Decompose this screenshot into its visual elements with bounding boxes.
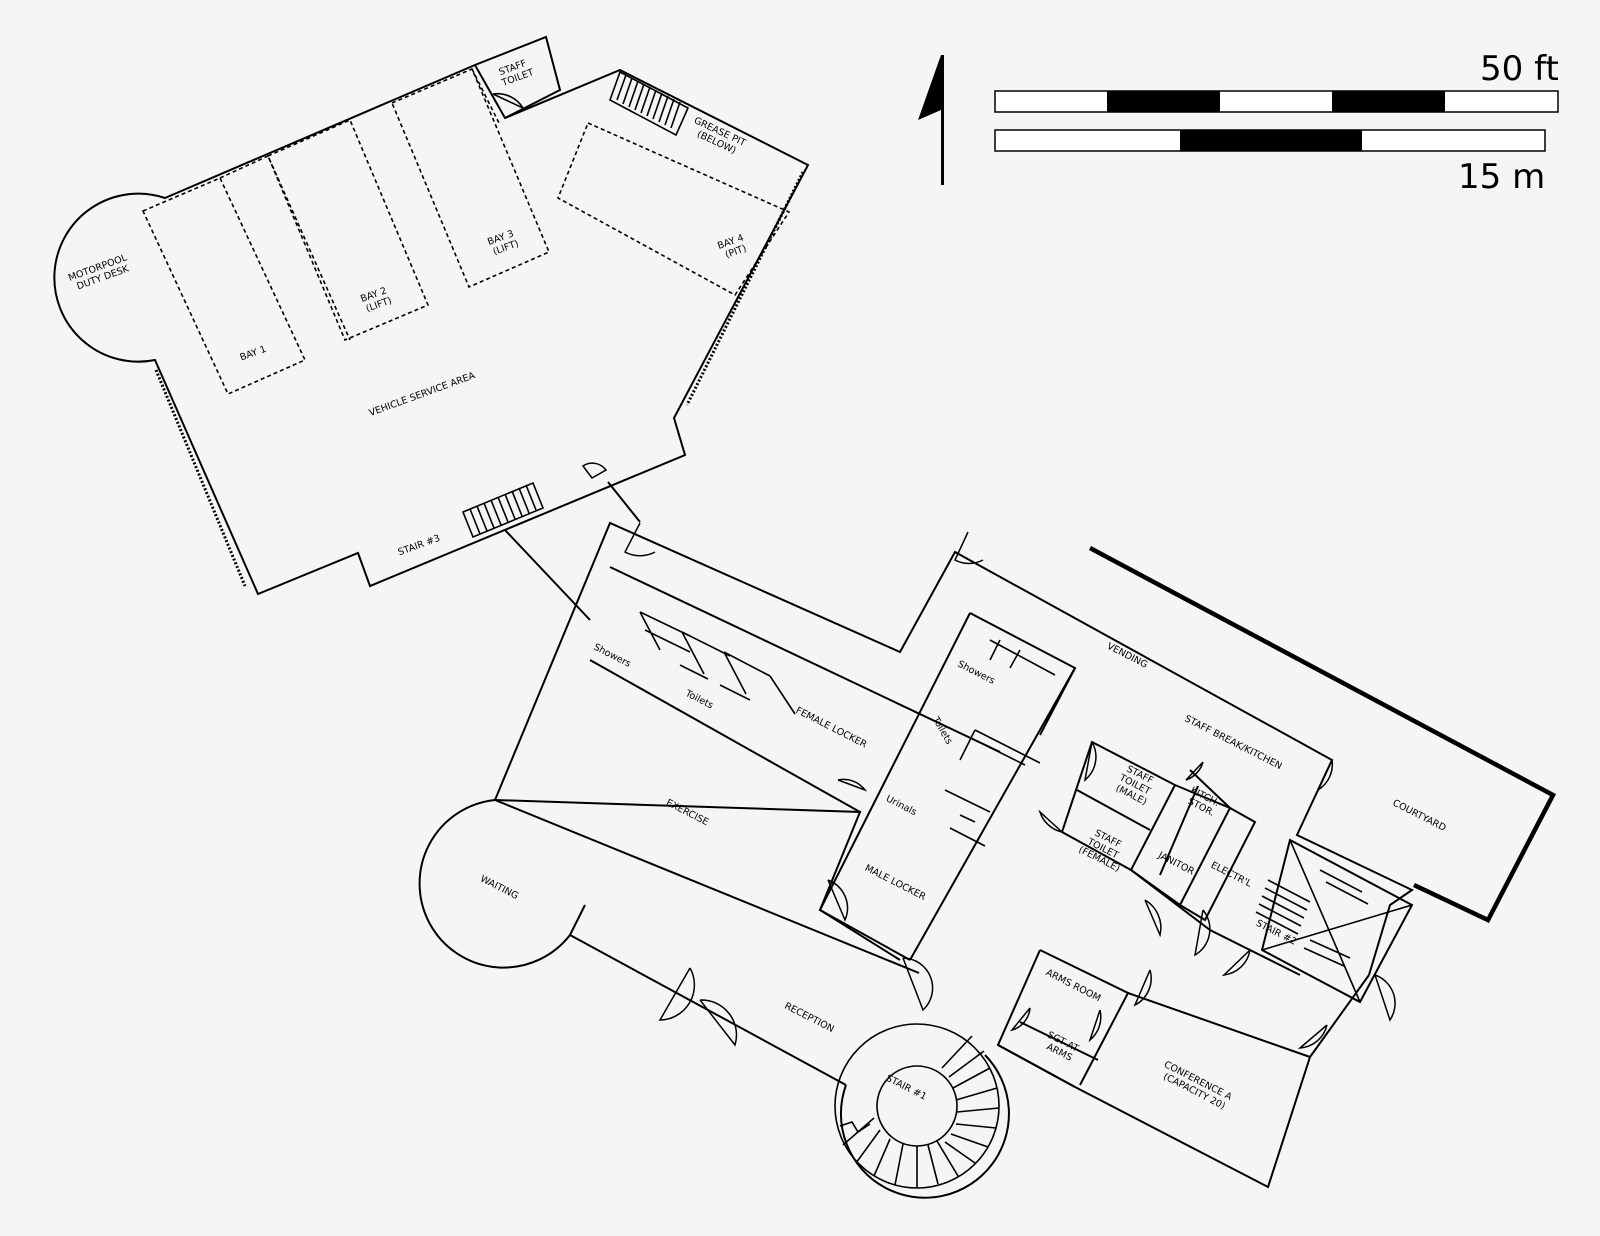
label-toilets-male: Toilets (929, 714, 954, 746)
label-reception: RECEPTION (783, 1001, 836, 1035)
label-urinals: Urinals (884, 793, 918, 818)
label-conference: CONFERENCE A (CAPACITY 20) (1157, 1059, 1236, 1114)
main-building (418, 521, 1557, 1199)
label-grease-pit: GREASE PIT (BELOW) (687, 115, 750, 160)
stair-2 (1255, 838, 1414, 1004)
stair-1 (834, 1023, 1000, 1189)
walkway-wall-2 (607, 481, 641, 523)
label-courtyard: COURTYARD (1391, 798, 1448, 834)
label-staff-toilet-female: STAFF TOILET (FEMALE) (1077, 825, 1132, 875)
label-staff-toilet-male: STAFF TOILET (MALE) (1112, 762, 1160, 808)
scale-bar-meters (994, 129, 1546, 152)
label-bay4: BAY 4 (PIT) (716, 231, 752, 262)
garage-wing (53, 35, 810, 596)
label-male-locker: MALE LOCKER (863, 863, 928, 903)
grease-pit-stair (609, 70, 690, 137)
label-exercise: EXERCISE (664, 797, 710, 828)
scale-meters-label: 15 m (1458, 157, 1545, 197)
stair-3 (461, 481, 545, 539)
male-fixtures (944, 639, 1056, 847)
label-showers-female: Showers (592, 642, 633, 670)
scale-feet-label: 50 ft (1480, 49, 1559, 89)
scale-bar: 50 ft 15 m (994, 49, 1559, 197)
label-stair3: STAIR #3 (397, 533, 442, 558)
label-arms-room: ARMS ROOM (1044, 967, 1103, 1004)
label-bay2: BAY 2 (LIFT) (359, 284, 395, 315)
label-waiting: WAITING (478, 874, 520, 903)
label-motorpool: MOTORPOOL DUTY DESK (67, 251, 135, 294)
label-stair1: STAIR #1 (884, 1073, 928, 1103)
room-labels: STAFF TOILET GREASE PIT (BELOW) MOTORPOO… (67, 57, 1448, 1114)
label-staff-break: STAFF BREAK/KITCHEN (1183, 713, 1284, 772)
north-arrow-icon (918, 55, 944, 185)
label-sgt-at-arms: SGT AT ARMS (1040, 1030, 1082, 1066)
label-toilets-female: Toilets (682, 688, 714, 712)
label-vehicle-area: VEHICLE SERVICE AREA (368, 370, 478, 419)
label-bay3: BAY 3 (LIFT) (486, 227, 522, 258)
label-staff-toilet: STAFF TOILET (496, 57, 536, 89)
label-bay1: BAY 1 (239, 344, 268, 364)
doors (623, 522, 1396, 1049)
label-female-locker: FEMALE LOCKER (794, 705, 869, 751)
walkway-wall (504, 529, 591, 621)
label-showers-male: Showers (956, 659, 997, 687)
female-fixtures (639, 611, 796, 715)
scale-bar-feet (994, 90, 1559, 113)
label-electrl: ELECTR'L (1209, 860, 1254, 890)
